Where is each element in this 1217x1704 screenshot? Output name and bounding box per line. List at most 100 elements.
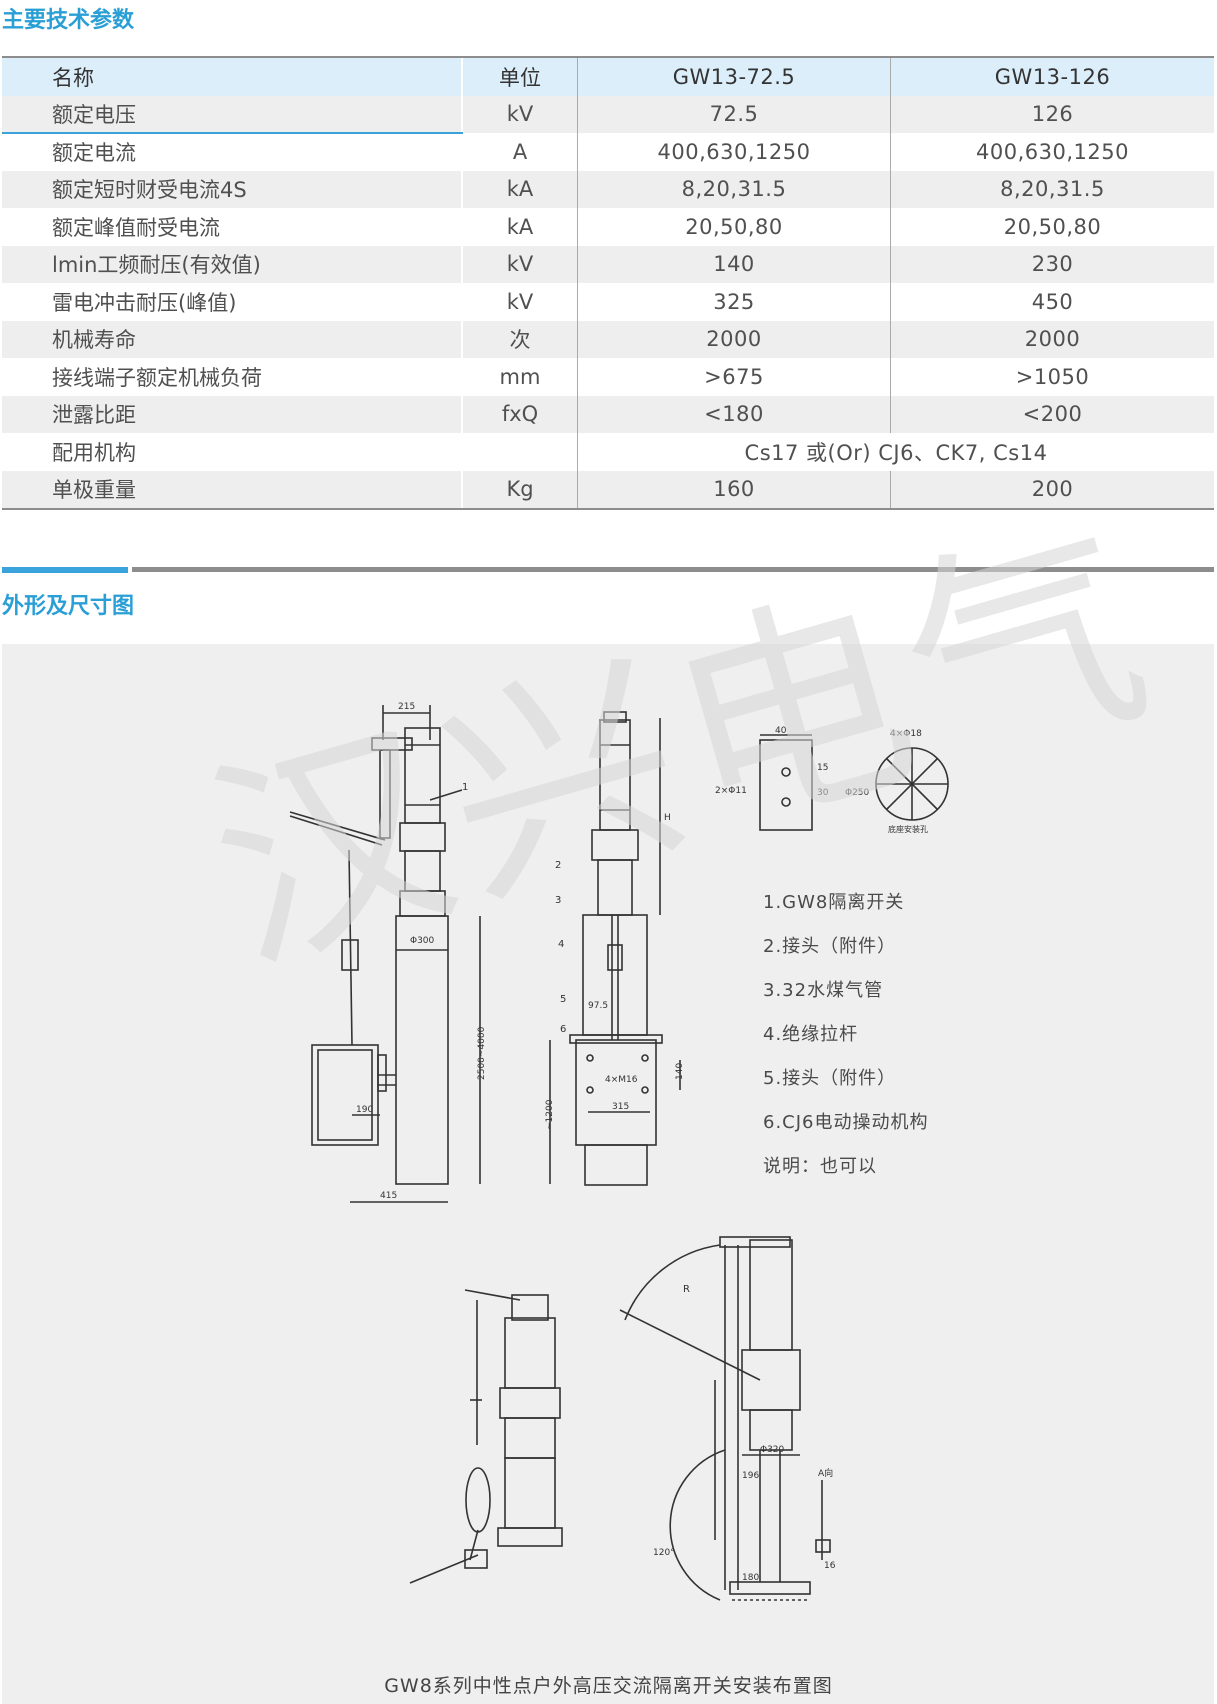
- table-header-row: 名称 单位 GW13-72.5 GW13-126: [2, 58, 1214, 96]
- dim-140: 140: [675, 1063, 685, 1080]
- dim-phi320: Φ320: [760, 1445, 785, 1455]
- item-num-6: 6: [560, 1024, 566, 1035]
- divider-accent: [2, 567, 128, 573]
- dim-30: 30: [817, 788, 829, 798]
- cell-name: 额定电压: [2, 95, 462, 134]
- cell-unit: kA: [461, 208, 578, 246]
- legend-item: 4.绝缘拉杆: [763, 1024, 859, 1045]
- cell-value-1: 325: [577, 283, 891, 321]
- header-unit: 单位: [461, 58, 578, 96]
- dim-120-deg: 120°: [653, 1548, 675, 1558]
- legend-item: 1.GW8隔离开关: [763, 892, 905, 913]
- cell-value-1: <180: [577, 395, 891, 433]
- header-model-2: GW13-126: [890, 58, 1214, 96]
- dim-415: 415: [380, 1191, 397, 1201]
- dim-a-view: A向: [818, 1467, 833, 1479]
- dim-196: 196: [742, 1471, 759, 1481]
- dim-215: 215: [398, 702, 415, 712]
- cell-unit: fxQ: [461, 395, 578, 433]
- dim-97-5: 97.5: [588, 1001, 608, 1011]
- table-row: 接线端子额定机械负荷 mm>675>1050: [2, 358, 1214, 396]
- item-num-4: 4: [558, 939, 564, 950]
- cell-unit: kV: [461, 245, 578, 283]
- cell-name: 雷电冲击耐压(峰值): [52, 290, 237, 315]
- header-name: 名称: [2, 58, 462, 96]
- dim-4x18: 4×Φ18: [890, 729, 922, 739]
- dim-16: 16: [824, 1561, 836, 1571]
- item-num-5: 5: [560, 994, 566, 1005]
- legend-item: 2.接头（附件）: [763, 936, 897, 957]
- cell-value-2: >1050: [890, 358, 1214, 396]
- dim-1200: ~1200: [545, 1099, 555, 1130]
- cell-value-2: 126: [890, 95, 1214, 133]
- cell-name: 泄露比距: [2, 395, 462, 433]
- drawing-front-view: H ~1200 315 140 4×M16 97.5 2 3 4 5 6: [545, 711, 685, 1186]
- cell-unit: Kg: [461, 470, 578, 510]
- drawing-side-view: 215 Φ300 2500~4000 190 415 1: [289, 702, 487, 1203]
- cell-value-1: 160: [577, 470, 891, 510]
- cell-name: 机械寿命: [2, 320, 462, 358]
- dim-40: 40: [775, 726, 787, 736]
- cell-value-2: 450: [890, 283, 1214, 321]
- drawing-detail-plate: 40 15 30 2×Φ11 4×Φ18 Φ250 底座安装孔: [715, 726, 949, 834]
- cell-unit: mm: [461, 358, 578, 396]
- header-model-1: GW13-72.5: [577, 58, 891, 96]
- drawing-bottom-left: [409, 1289, 563, 1584]
- drawing-legend: 1.GW8隔离开关 2.接头（附件） 3.32水煤气管 4.绝缘拉杆 5.接头（…: [763, 890, 929, 1198]
- cell-name: 单极重量: [2, 470, 462, 510]
- cell-value-2: 8,20,31.5: [890, 170, 1214, 208]
- cell-name: 额定短时财受电流4S: [2, 170, 462, 208]
- table-top-rule: [2, 56, 1214, 58]
- legend-item: 5.接头（附件）: [763, 1068, 897, 1089]
- section-title-parameters: 主要技术参数: [2, 8, 135, 33]
- section-title-dimensions: 外形及尺寸图: [2, 594, 135, 619]
- cell-unit: kV: [461, 95, 578, 133]
- cell-value-2: 200: [890, 470, 1214, 510]
- dim-2x11: 2×Φ11: [715, 786, 747, 796]
- cell-value-1: 8,20,31.5: [577, 170, 891, 208]
- cell-unit: kA: [461, 170, 578, 208]
- cell-value-2: 400,630,1250: [890, 133, 1214, 171]
- cell-name: 额定电流: [52, 141, 136, 166]
- item-num-3: 3: [555, 895, 561, 906]
- cell-value-1: 72.5: [577, 95, 891, 133]
- item-num-1: 1: [462, 782, 468, 793]
- cell-unit: kV: [461, 283, 578, 321]
- cell-name: 配用机构: [52, 440, 136, 465]
- cell-value-1: 2000: [577, 320, 891, 358]
- cell-unit: [461, 433, 578, 471]
- dim-315: 315: [612, 1102, 629, 1112]
- legend-item: 3.32水煤气管: [763, 980, 884, 1001]
- cell-value-1: 20,50,80: [577, 208, 891, 246]
- cell-name: 接线端子额定机械负荷: [52, 365, 262, 390]
- dim-phi300: Φ300: [410, 936, 435, 946]
- cell-value-2: 230: [890, 245, 1214, 283]
- cell-unit: 次: [461, 320, 578, 358]
- drawing-caption: GW8系列中性点户外高压交流隔离开关安装布置图: [384, 1675, 833, 1697]
- dim-m16: 4×M16: [605, 1075, 638, 1085]
- cell-value-1: >675: [577, 358, 891, 396]
- dim-180: 180: [742, 1573, 759, 1583]
- dim-r: R: [683, 1284, 690, 1295]
- drawing-panel: [2, 644, 1214, 1704]
- legend-item: 6.CJ6电动操动机构: [763, 1112, 929, 1133]
- cell-value-1: 400,630,1250: [577, 133, 891, 171]
- divider-rule: [132, 567, 1214, 572]
- dim-190: 190: [356, 1105, 373, 1115]
- cell-name: 额定峰值耐受电流: [52, 215, 220, 240]
- cell-value-2: 2000: [890, 320, 1214, 358]
- dim-2500: 2500~4000: [477, 1026, 487, 1080]
- cell-value-1: 140: [577, 245, 891, 283]
- item-num-2: 2: [555, 860, 561, 871]
- dim-h: H: [664, 813, 671, 823]
- drawing-bottom-right: Φ320 196 180 120° R A向 16: [619, 1236, 836, 1601]
- cell-unit: A: [461, 133, 578, 171]
- cell-value-2: 20,50,80: [890, 208, 1214, 246]
